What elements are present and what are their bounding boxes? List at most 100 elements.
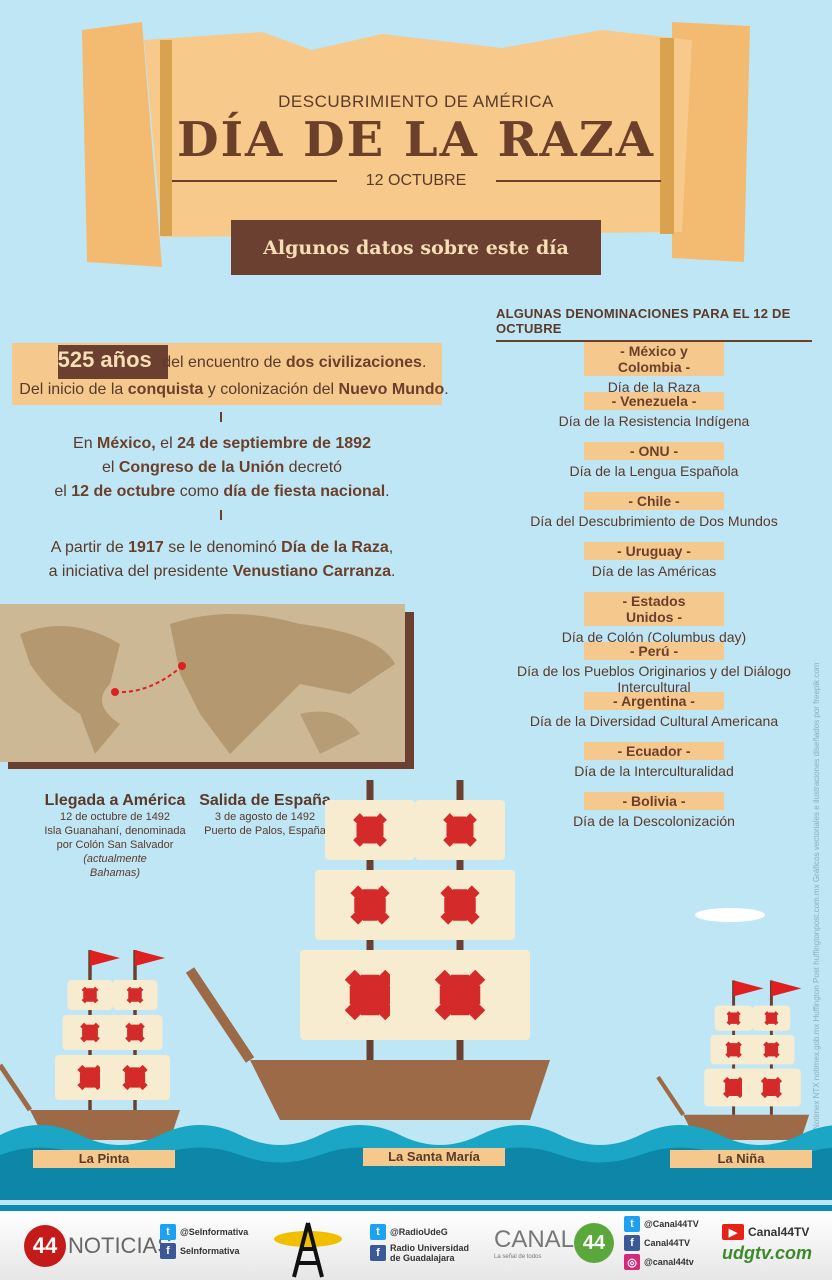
country-label: - Chile -: [584, 492, 724, 510]
cross-icon: [128, 988, 142, 1002]
flag-icon: [90, 950, 120, 966]
country-label: - Perú -: [584, 642, 724, 660]
denomination-name: Día de las Américas: [591, 563, 717, 579]
instagram-link[interactable]: ◎@canal44tv: [624, 1254, 699, 1270]
cross-icon: [765, 1012, 778, 1024]
denomination-name: Día de la Resistencia Indígena: [558, 413, 750, 429]
twitter-link[interactable]: t@Canal44TV: [624, 1216, 699, 1232]
parchment-scroll: [82, 22, 750, 267]
denomination-item: - Argentina - Día de la Diversidad Cultur…: [496, 692, 812, 729]
dash: [220, 412, 222, 422]
ship-label-pinta: La Pinta: [33, 1150, 175, 1168]
denomination-name: Día de Colón (Columbus day): [561, 629, 747, 645]
cross-icon: [726, 1043, 741, 1057]
cross-icon: [124, 1067, 146, 1088]
flag-icon: [771, 980, 802, 997]
ship-label-santa-maria: La Santa María: [363, 1148, 505, 1166]
country-label: - Venezuela -: [584, 392, 724, 410]
denomination-name: Día de la Descolonización: [573, 813, 735, 829]
nina-bowsprit: [656, 1075, 685, 1116]
44-noticias-logo: 44 NOTICIAS: [24, 1225, 172, 1267]
pinta-bowsprit: [0, 1063, 33, 1112]
twitter-icon: t: [370, 1224, 386, 1240]
cross-icon: [83, 988, 97, 1002]
fact-2: Del inicio de la conquista y colonizació…: [19, 381, 449, 398]
facebook-icon: f: [624, 1235, 640, 1251]
twitter-link[interactable]: t@RadioUdeG: [370, 1224, 469, 1240]
youtube-icon: ▶: [722, 1224, 744, 1240]
twitter-icon: t: [160, 1224, 176, 1240]
cross-icon: [444, 889, 476, 921]
denomination-name: Día de la Diversidad Cultural Americana: [529, 713, 779, 729]
cross-icon: [727, 1012, 740, 1024]
cross-icon: [446, 816, 474, 844]
denomination-name: Día de la Lengua Española: [569, 463, 739, 479]
santa-maria-hull: [250, 1060, 550, 1120]
denomination-item: - Venezuela - Día de la Resistencia Indíg…: [496, 392, 812, 429]
denomination-item: - Chile - Día del Descubrimiento de Dos M…: [496, 492, 812, 529]
denomination-item: - Perú - Día de los Pueblos Originarios y…: [496, 642, 812, 695]
country-label: - Bolivia -: [584, 792, 724, 810]
denomination-item: - Estados Unidos - Día de Colón (Columbus…: [496, 592, 812, 645]
denomination-item: - México y Colombia - Día de la Raza: [496, 342, 812, 395]
world-map: [0, 604, 414, 769]
sea-waves: [0, 1147, 832, 1200]
flag-icon: [733, 980, 764, 997]
page-title: DÍA DE LA RAZA: [176, 112, 656, 168]
cross-icon: [349, 974, 391, 1016]
years-badge: [58, 345, 168, 379]
country-label: - México y Colombia -: [584, 342, 724, 376]
country-label: - Ecuador -: [584, 742, 724, 760]
cross-icon: [79, 1067, 101, 1088]
facebook-icon: f: [160, 1243, 176, 1259]
cross-icon: [764, 1043, 779, 1057]
divider: [496, 180, 661, 182]
denomination-name: Día de la Interculturalidad: [574, 763, 734, 779]
denomination-item: - ONU - Día de la Lengua Española: [496, 442, 812, 479]
country-label: - ONU -: [584, 442, 724, 460]
santa-maria-bowsprit: [185, 967, 255, 1063]
twitter-icon: t: [624, 1216, 640, 1232]
cross-icon: [439, 974, 481, 1016]
twitter-link[interactable]: t@SeInformativa: [160, 1224, 248, 1240]
cross-icon: [82, 1024, 98, 1041]
fact-1: 525 años del encuentro de dos civilizaci…: [57, 347, 427, 372]
subtitle: DESCUBRIMIENTO DE AMÉRICA: [278, 92, 554, 111]
country-label: - Estados Unidos -: [584, 592, 724, 626]
dash: [220, 510, 222, 520]
divider: [172, 180, 337, 182]
fact-mexico: En México, el 24 de septiembre de 1892 e…: [54, 435, 390, 500]
cross-icon: [762, 1078, 780, 1097]
country-label: - Argentina -: [584, 692, 724, 710]
date: 12 OCTUBRE: [365, 172, 467, 189]
country-label: - Uruguay -: [584, 542, 724, 560]
fact-1917: A partir de 1917 se le denominó Día de l…: [48, 539, 396, 580]
website-link[interactable]: udgtv.com: [722, 1243, 813, 1263]
flag-icon: [135, 950, 165, 966]
instagram-icon: ◎: [624, 1254, 640, 1270]
cross-icon: [725, 1078, 743, 1097]
cross-icon: [356, 816, 384, 844]
ship-label-nina: La Niña: [670, 1150, 812, 1168]
denominations-heading: ALGUNAS DENOMINACIONES PARA EL 12 DE OCT…: [496, 306, 812, 342]
facebook-icon: f: [370, 1245, 386, 1261]
radio-udeg-logo: [274, 1222, 342, 1278]
denomination-item: - Uruguay - Día de las Américas: [496, 542, 812, 579]
denomination-item: - Ecuador - Día de la Interculturalidad: [496, 742, 812, 779]
ships-illustration: [0, 780, 832, 1200]
denomination-name: Día del Descubrimiento de Dos Mundos: [530, 513, 778, 529]
facts-banner: Algunos datos sobre este día: [231, 220, 601, 275]
denomination-name: Día de la Raza: [607, 379, 701, 395]
denomination-item: - Bolivia - Día de la Descolonización: [496, 792, 812, 829]
cross-icon: [354, 889, 386, 921]
youtube-link[interactable]: ▶Canal44TV: [722, 1224, 812, 1240]
denomination-name: Día de los Pueblos Originarios y del Diá…: [517, 663, 791, 695]
cross-icon: [127, 1024, 143, 1041]
